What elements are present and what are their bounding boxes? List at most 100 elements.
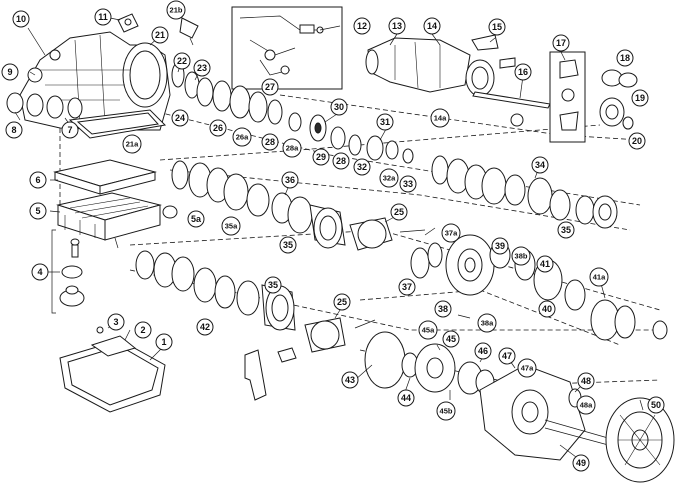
callout-label: 47 — [502, 351, 512, 361]
callout-label: 37 — [402, 282, 412, 292]
callout-28: 28 — [261, 133, 279, 151]
callout-label: 32 — [357, 162, 367, 172]
callout-9: 9 — [1, 63, 19, 81]
callout-label: 47a — [521, 364, 534, 373]
callout-bubble — [1, 63, 19, 81]
callout-bubble — [5, 121, 23, 139]
callout-label: 5a — [191, 214, 202, 224]
callout-47a: 47a — [517, 358, 537, 378]
callout-38a: 38a — [477, 313, 497, 333]
callout-label: 13 — [392, 21, 402, 31]
callout-42: 42 — [196, 318, 214, 336]
callout-bubble — [576, 395, 596, 415]
callout-bubble — [399, 175, 417, 193]
callout-label: 1 — [161, 337, 166, 347]
callout-bubble — [312, 148, 330, 166]
callout-bubble — [631, 89, 649, 107]
callout-bubble — [488, 18, 506, 36]
callout-bubble — [12, 10, 30, 28]
callout-bubble — [474, 342, 492, 360]
callout-label: 26 — [213, 123, 223, 133]
callout-43: 43 — [341, 371, 359, 389]
accumulator-parts — [51, 229, 85, 314]
output-shaft — [472, 91, 551, 127]
callout-label: 36 — [285, 175, 295, 185]
callout-label: 40 — [542, 304, 552, 314]
callout-26: 26 — [209, 119, 227, 137]
oil-pan — [59, 326, 166, 413]
extension-housing — [365, 37, 495, 97]
callout-label: 41a — [593, 273, 606, 282]
callout-label: 43 — [345, 375, 355, 385]
callout-38b: 38b — [511, 246, 531, 266]
callout-label: 35 — [283, 240, 293, 250]
callout-label: 18 — [620, 53, 630, 63]
callout-39: 39 — [491, 237, 509, 255]
callout-bubble — [61, 121, 79, 139]
mount-bracket — [471, 34, 516, 69]
callout-bubble — [388, 17, 406, 35]
callout-label: 9 — [7, 67, 12, 77]
callout-bubble — [29, 202, 47, 220]
callout-14a: 14a — [430, 108, 450, 128]
callout-49: 49 — [572, 454, 590, 472]
callout-32a: 32a — [379, 168, 399, 188]
governor-box — [549, 51, 586, 143]
callout-28: 28 — [332, 152, 350, 170]
converter-group — [364, 331, 675, 483]
callout-bubble — [155, 333, 173, 351]
front-clutch-row — [171, 62, 414, 164]
callout-label: 39 — [495, 241, 505, 251]
callout-45b: 45b — [436, 401, 456, 421]
callout-label: 14a — [434, 114, 447, 123]
callout-41a: 41a — [589, 267, 609, 287]
callout-36: 36 — [281, 171, 299, 189]
callout-label: 5 — [35, 206, 40, 216]
callout-13: 13 — [388, 17, 406, 35]
callout-8: 8 — [5, 121, 23, 139]
callout-bubble — [353, 158, 371, 176]
callout-label: 34 — [535, 160, 545, 170]
callout-32: 32 — [353, 158, 371, 176]
callout-35: 35 — [279, 236, 297, 254]
callout-label: 3 — [113, 317, 118, 327]
callout-30: 30 — [330, 98, 348, 116]
callout-label: 14 — [427, 21, 437, 31]
callout-label: 38 — [438, 304, 448, 314]
callout-label: 38b — [515, 252, 528, 261]
callout-bubble — [379, 168, 399, 188]
callout-label: 21b — [170, 6, 183, 15]
callout-label: 2 — [140, 325, 145, 335]
callout-3: 3 — [107, 313, 125, 331]
callout-bubble — [398, 278, 416, 296]
callout-bubble — [261, 78, 279, 96]
callout-19: 19 — [631, 89, 649, 107]
callout-label: 21 — [155, 30, 165, 40]
callout-45: 45 — [442, 330, 460, 348]
callout-label: 28a — [286, 144, 299, 153]
callout-21a: 21a — [122, 134, 142, 154]
callout-label: 48 — [581, 376, 591, 386]
callout-label: 30 — [334, 102, 344, 112]
callout-label: 19 — [635, 93, 645, 103]
callout-label: 50 — [651, 400, 661, 410]
callout-label: 7 — [67, 125, 72, 135]
callout-37a: 37a — [441, 223, 461, 243]
callout-16: 16 — [514, 63, 532, 81]
callout-bubble — [330, 98, 348, 116]
callout-35: 35 — [557, 221, 575, 239]
callout-label: 35a — [225, 222, 238, 231]
callout-35a: 35a — [221, 216, 241, 236]
callout-label: 10 — [16, 14, 26, 24]
callout-bubble — [353, 17, 371, 35]
callout-25: 25 — [390, 203, 408, 221]
callout-bubble — [430, 108, 450, 128]
callout-bubble — [94, 8, 112, 26]
callout-18: 18 — [616, 49, 634, 67]
callout-20: 20 — [628, 132, 646, 150]
linkage-box — [231, 6, 343, 90]
callout-bubble — [647, 396, 665, 414]
callout-14: 14 — [423, 17, 441, 35]
callout-label: 24 — [175, 113, 185, 123]
